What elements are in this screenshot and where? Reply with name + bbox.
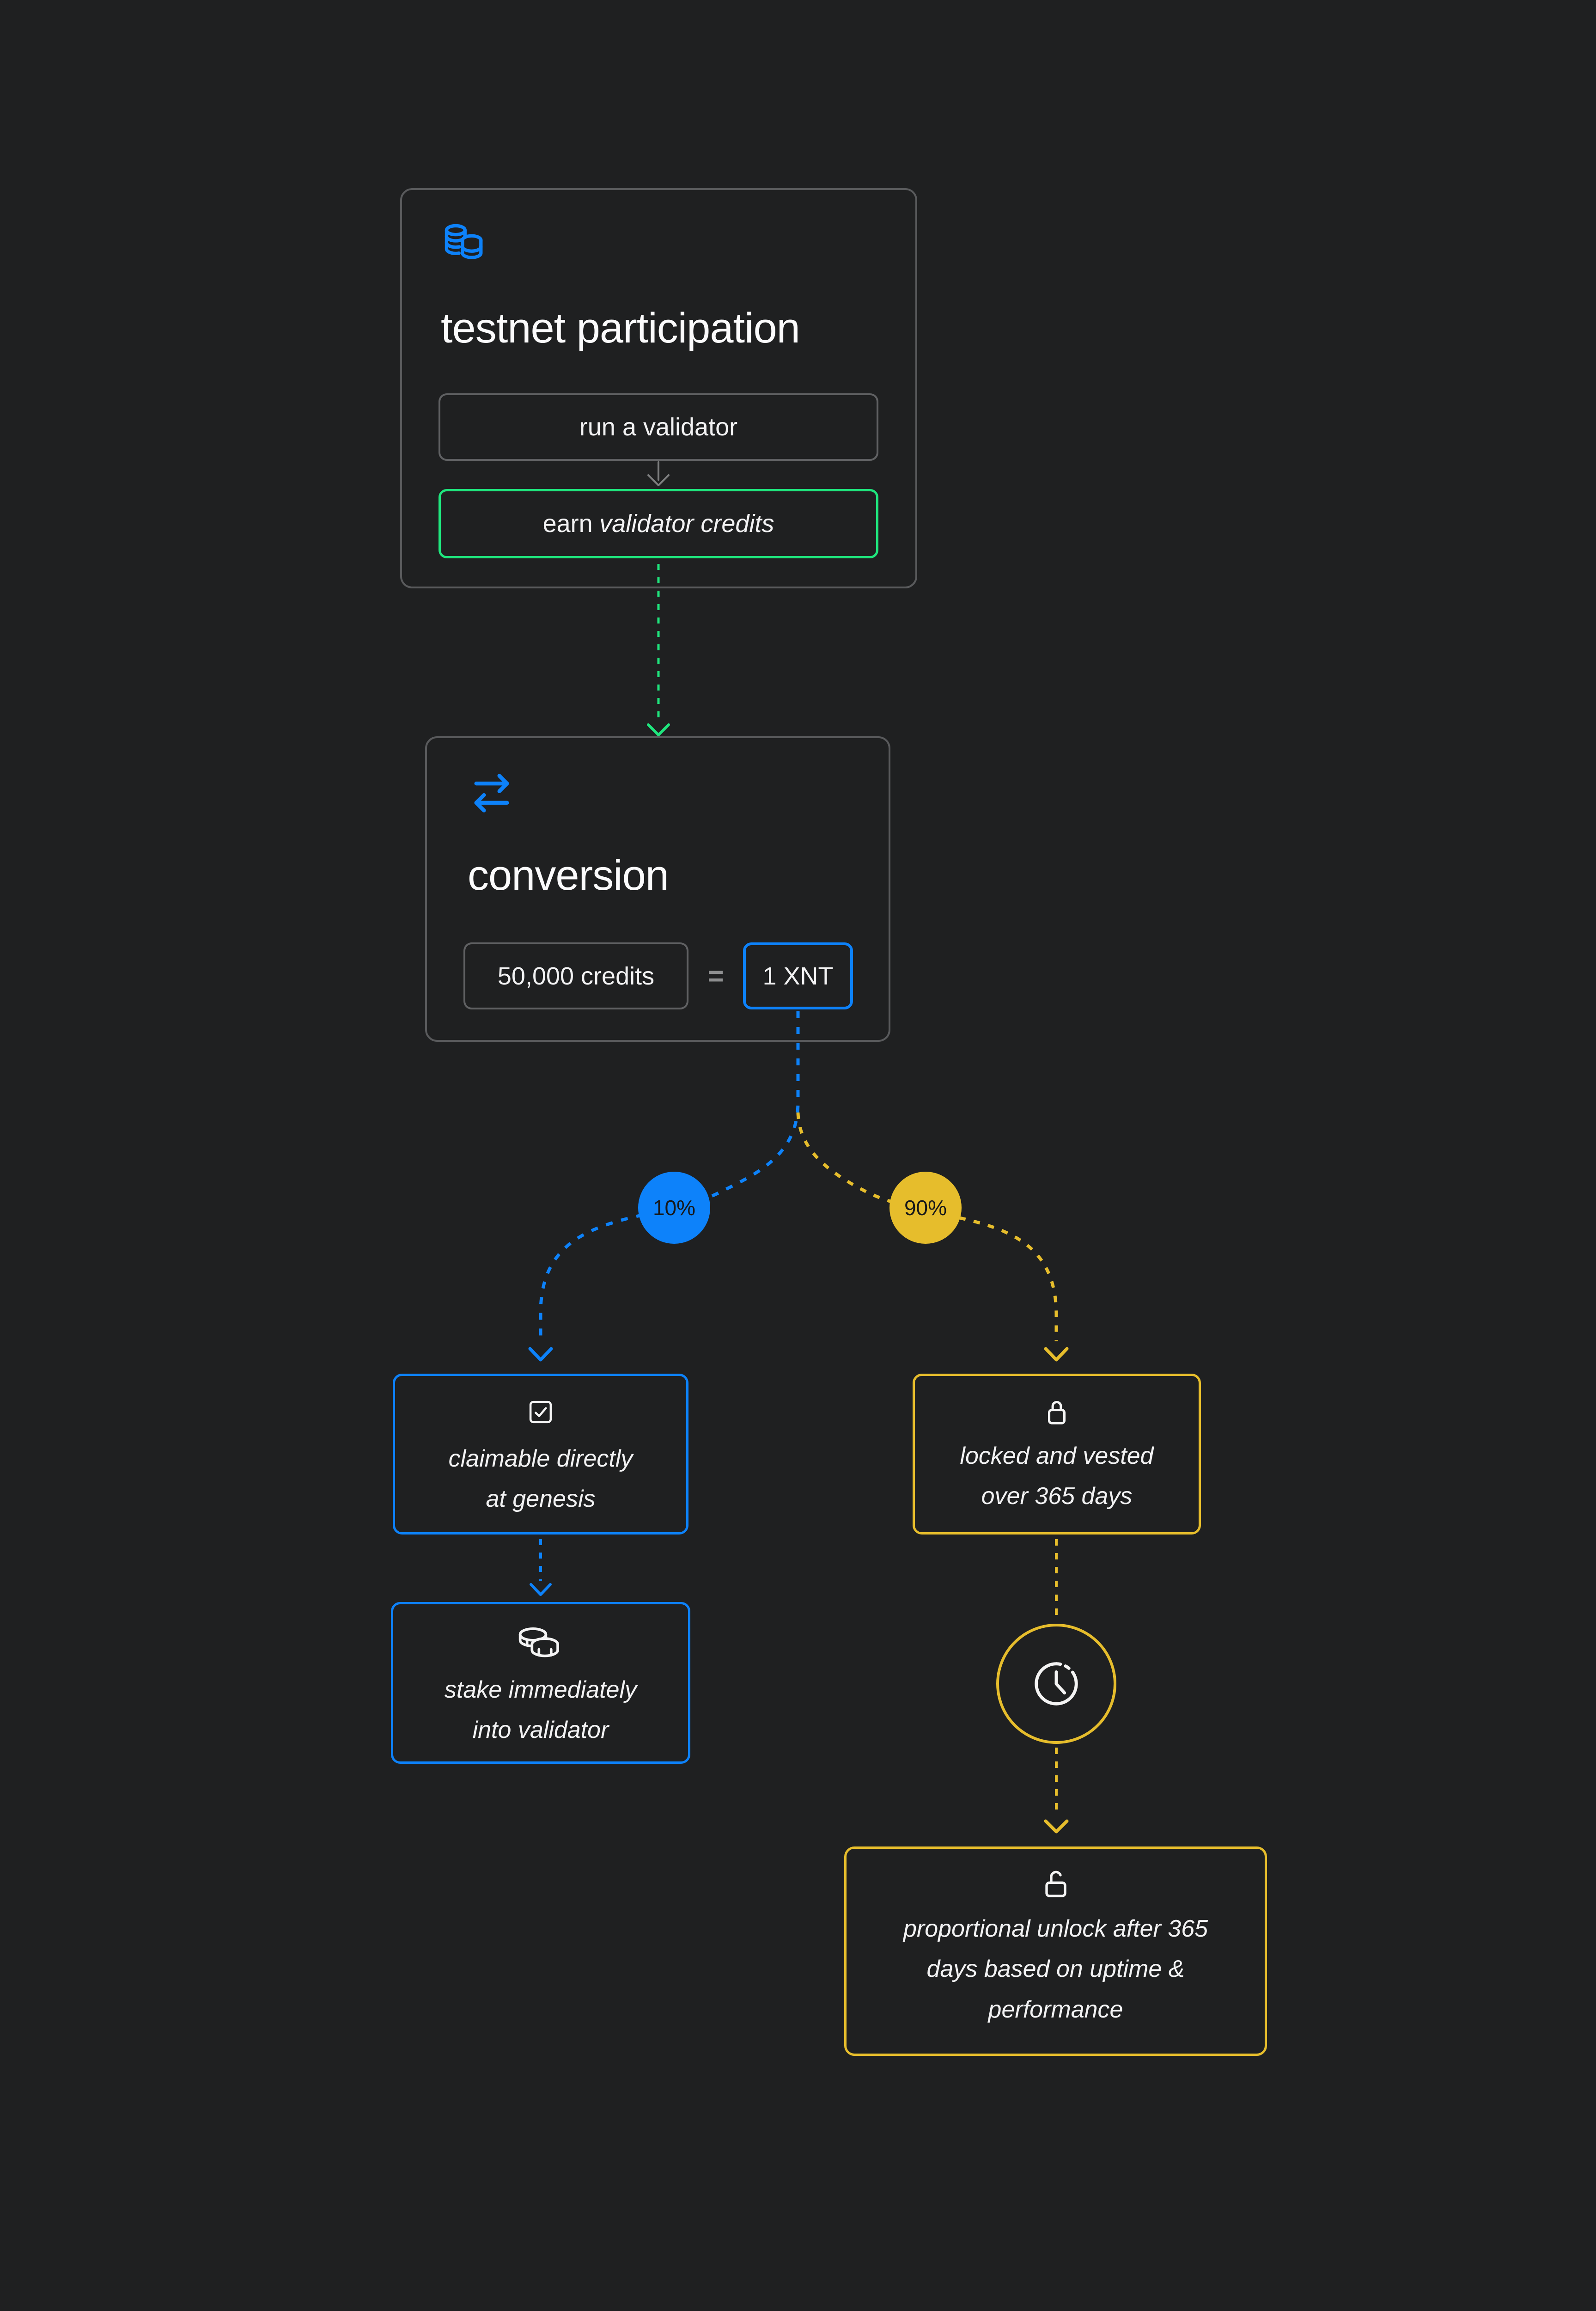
credits-value-chip: 50,000 credits bbox=[463, 942, 688, 1009]
claim-percent-badge: 10% bbox=[638, 1172, 710, 1244]
locked-arrowhead bbox=[1044, 1347, 1069, 1362]
token-value-chip: 1 XNT bbox=[743, 942, 853, 1009]
testnet-panel-title: testnet participation bbox=[441, 305, 800, 352]
stake-node: stake immediately into validator bbox=[391, 1602, 690, 1764]
stake-arrowhead bbox=[530, 1583, 552, 1596]
stake-text: stake immediately into validator bbox=[444, 1676, 637, 1744]
vesting-clock-waypoint bbox=[996, 1624, 1116, 1744]
earn-to-conversion-arrowhead bbox=[647, 723, 670, 736]
swap-icon bbox=[469, 770, 515, 816]
conversion-panel-title: conversion bbox=[468, 852, 669, 899]
claimable-node: claimable directly at genesis bbox=[393, 1374, 688, 1535]
locked-percent-badge: 90% bbox=[889, 1172, 962, 1244]
coins-stack-icon bbox=[515, 1621, 566, 1662]
conversion-panel bbox=[425, 736, 890, 1042]
unlock-icon bbox=[1037, 1865, 1074, 1902]
equals-sign: = bbox=[707, 960, 724, 991]
earn-prefix: earn bbox=[542, 510, 593, 538]
claim-arrowhead bbox=[528, 1347, 553, 1362]
claimable-text: claimable directly at genesis bbox=[448, 1445, 633, 1513]
locked-node: locked and vested over 365 days bbox=[913, 1374, 1201, 1535]
unlock-node: proportional unlock after 365 days based… bbox=[844, 1846, 1267, 2056]
run-validator-step: run a validator bbox=[439, 393, 878, 461]
lock-icon bbox=[1039, 1394, 1074, 1430]
unlock-text: proportional unlock after 365 days based… bbox=[903, 1915, 1208, 2023]
testnet-participation-panel bbox=[400, 188, 917, 588]
check-square-icon bbox=[526, 1397, 555, 1427]
earn-emphasis: validator credits bbox=[599, 510, 774, 538]
coins-icon bbox=[443, 222, 485, 264]
clock-icon bbox=[1029, 1657, 1084, 1711]
token-value: 1 XNT bbox=[762, 962, 834, 990]
unlock-arrowhead bbox=[1044, 1819, 1069, 1834]
run-validator-label: run a validator bbox=[579, 413, 738, 441]
credits-value: 50,000 credits bbox=[497, 962, 655, 990]
locked-text: locked and vested over 365 days bbox=[960, 1443, 1154, 1510]
